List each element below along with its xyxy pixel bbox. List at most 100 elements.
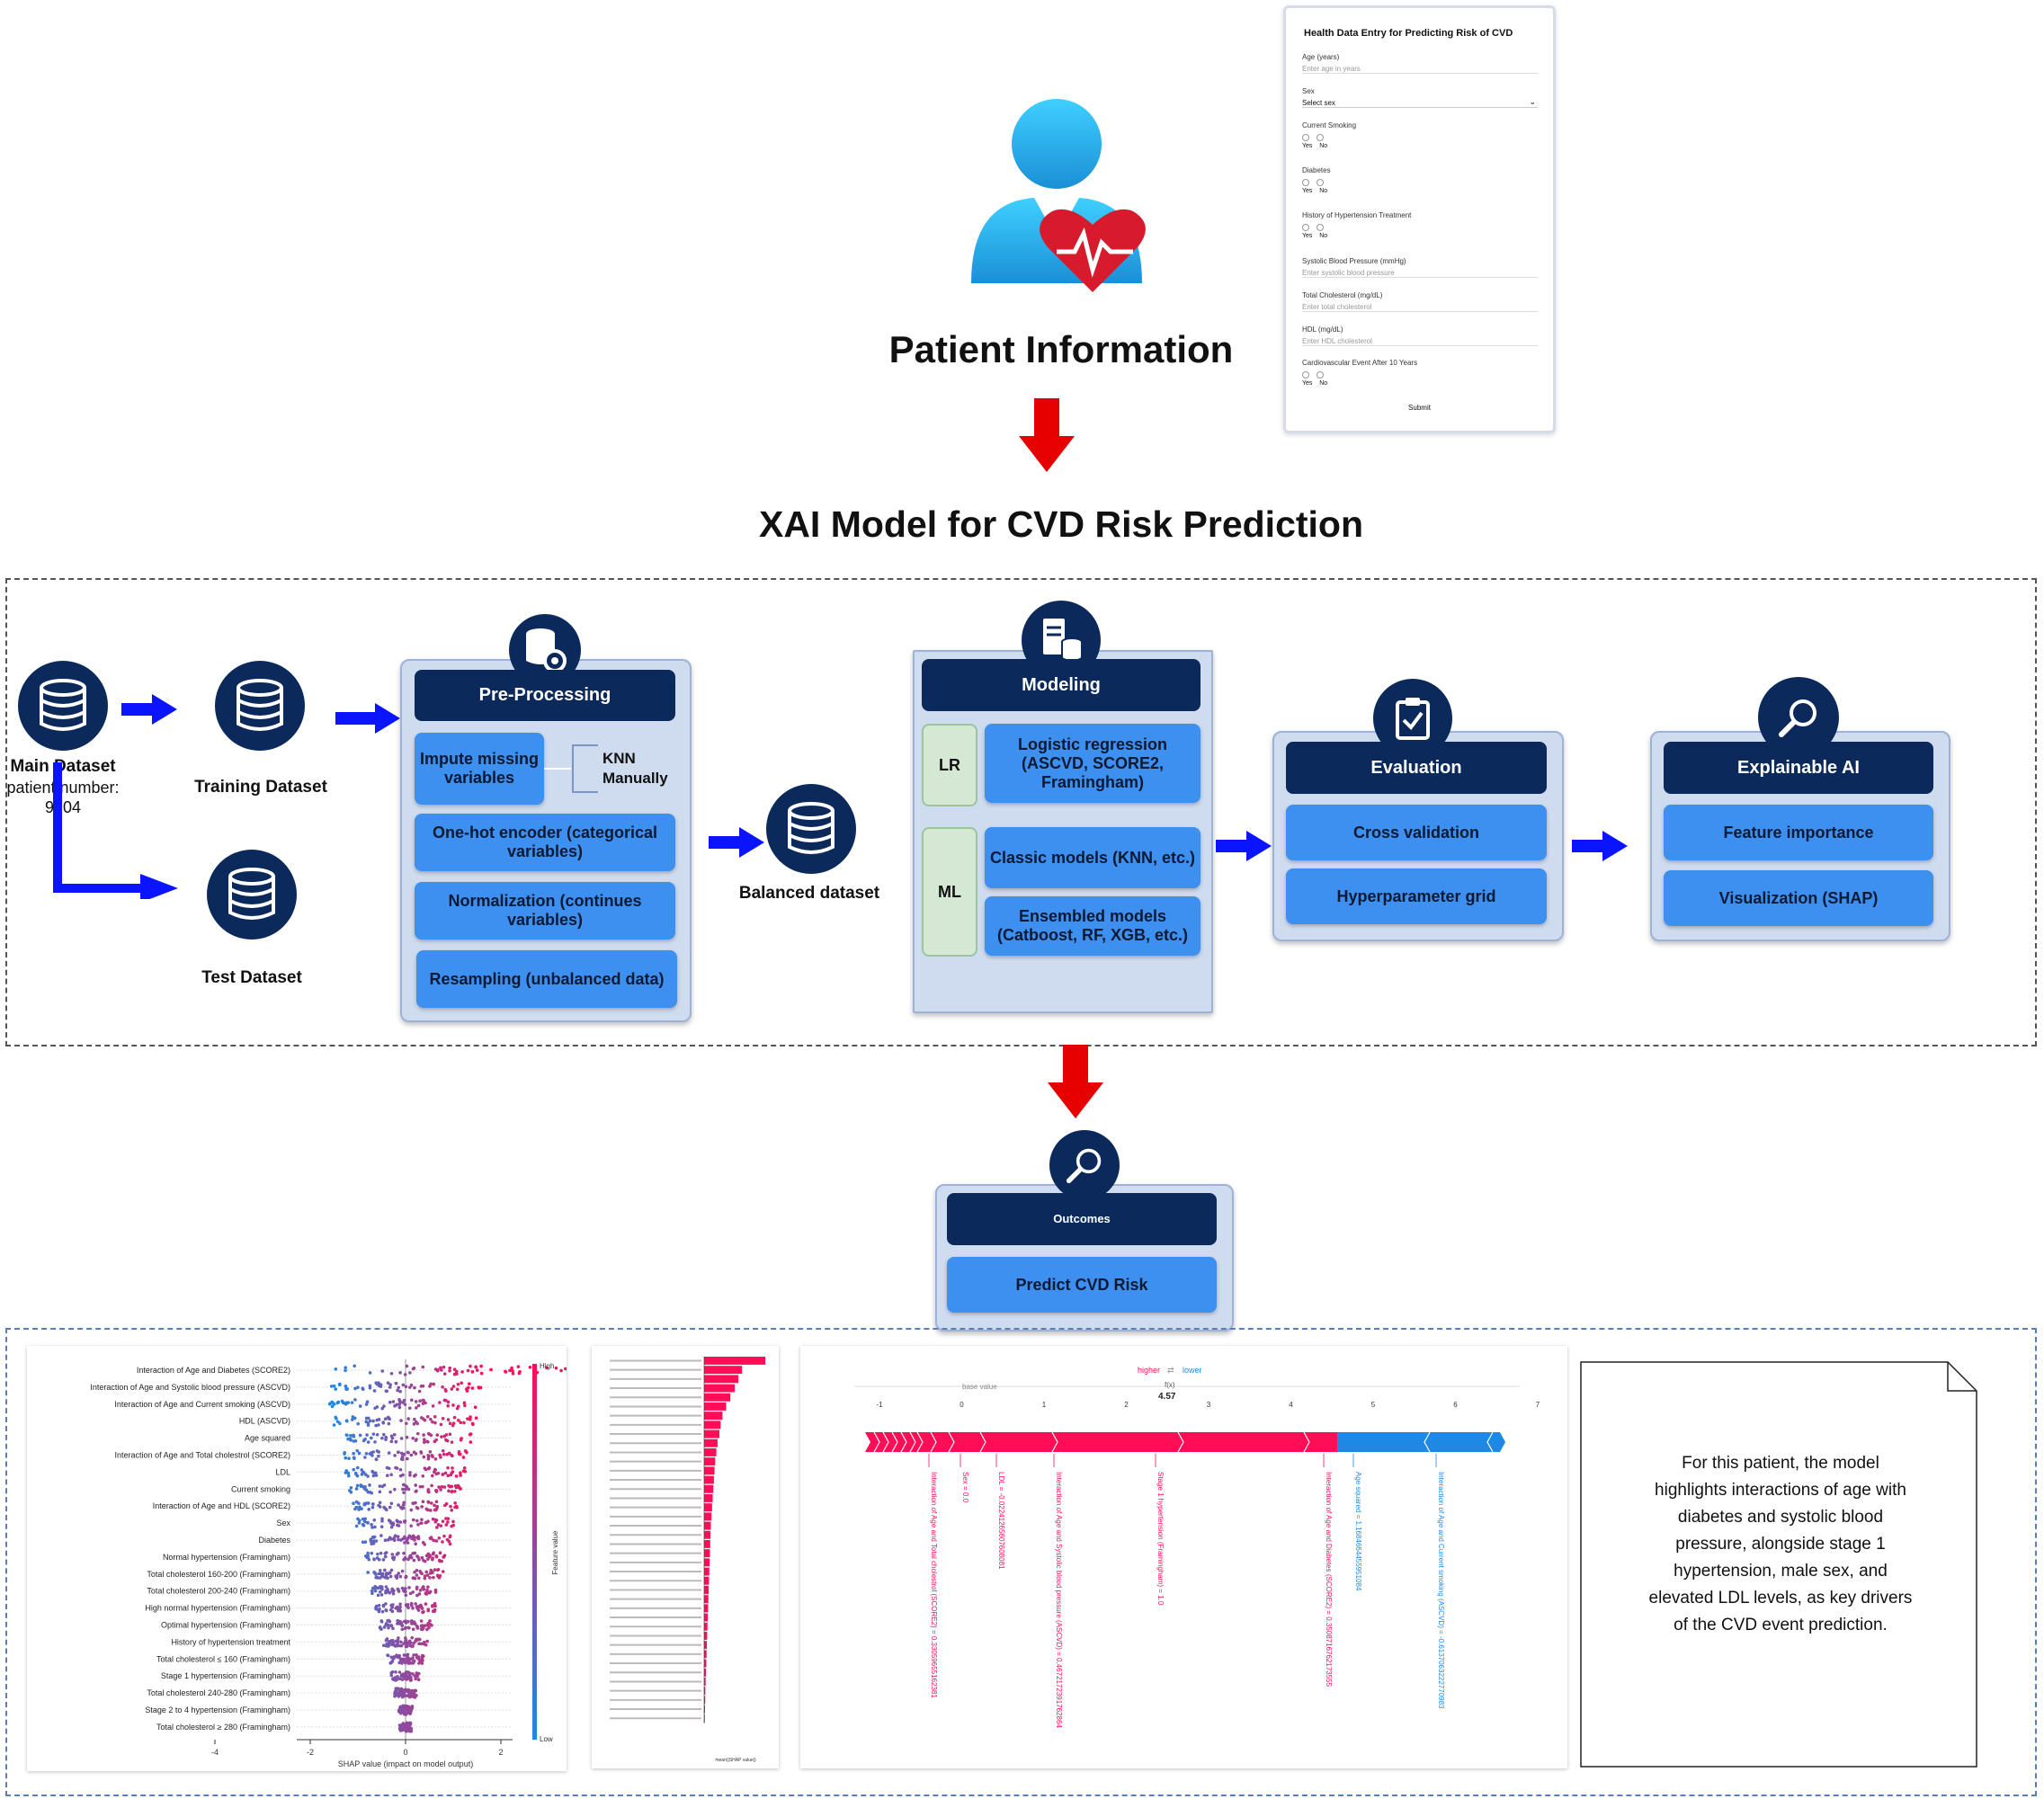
shap-point [398, 1371, 402, 1375]
shap-point [451, 1403, 455, 1407]
shap-point [426, 1455, 431, 1459]
sbp-input[interactable]: Enter systolic blood pressure [1302, 269, 1538, 278]
shap-point [386, 1653, 389, 1657]
shap-point [400, 1624, 405, 1627]
force-tick-label: 5 [1371, 1401, 1376, 1409]
outcomes-header: Outcomes [947, 1193, 1217, 1245]
shap-point [415, 1607, 420, 1610]
shap-point [387, 1421, 391, 1426]
shap-point [400, 1586, 405, 1590]
shap-point [399, 1419, 403, 1422]
shap-point [444, 1433, 449, 1437]
shap-point [412, 1450, 416, 1455]
shap-point [377, 1418, 381, 1421]
shap-point [330, 1404, 335, 1409]
shap-point [434, 1438, 438, 1442]
shap-point [355, 1448, 360, 1453]
importance-bar [704, 1632, 708, 1640]
diabetes-no-label: No [1319, 188, 1328, 194]
importance-bar [704, 1366, 743, 1375]
shap-point [404, 1670, 408, 1674]
shap-point [433, 1457, 438, 1461]
shap-point [408, 1471, 412, 1474]
diabetes-no-radio[interactable] [1316, 179, 1324, 186]
shap-point [391, 1400, 396, 1403]
shap-point [444, 1523, 449, 1527]
shap-point [504, 1370, 508, 1374]
shap-point [388, 1490, 392, 1494]
shap-point [425, 1627, 429, 1632]
shap-point [376, 1586, 379, 1590]
diabetes-yes-radio[interactable] [1302, 179, 1309, 186]
hdl-input[interactable]: Enter HDL cholesterol [1302, 337, 1538, 346]
force-chevron [948, 1431, 955, 1453]
shap-point [470, 1370, 475, 1374]
shap-point [430, 1571, 434, 1575]
shap-point [338, 1382, 342, 1386]
shap-point [362, 1502, 367, 1507]
shap-point [349, 1485, 353, 1490]
shap-point [329, 1385, 334, 1388]
feature-label: High normal hypertension (Framingham) [145, 1604, 290, 1613]
shap-point [352, 1501, 355, 1505]
shap-point [441, 1385, 444, 1389]
cvd-yes-radio[interactable] [1302, 371, 1309, 379]
shap-point [388, 1536, 392, 1540]
shap-point [431, 1455, 434, 1459]
shap-point [415, 1637, 420, 1642]
importance-bar [704, 1696, 706, 1705]
shap-point [423, 1418, 427, 1422]
hypertension-no-radio[interactable] [1316, 224, 1324, 231]
shap-point [415, 1568, 419, 1572]
explainable-header: Explainable AI [1664, 742, 1933, 794]
shap-point [347, 1456, 351, 1460]
shap-point [440, 1435, 443, 1438]
shap-point [554, 1366, 558, 1370]
submit-button[interactable]: Submit [1408, 404, 1431, 412]
shap-point [447, 1483, 451, 1488]
shap-point [426, 1608, 431, 1611]
shap-point [363, 1438, 367, 1441]
diabetes-label: Diabetes [1302, 166, 1331, 174]
bar-xlabel: mean(|SHAP value|) [715, 1758, 756, 1763]
shap-point [430, 1483, 433, 1488]
smoking-no-radio[interactable] [1316, 134, 1324, 141]
shap-point [396, 1523, 399, 1527]
colorbar-high-label: High [540, 1362, 554, 1370]
bar-svg: mean(|SHAP value|) [610, 1357, 765, 1763]
smoking-yes-radio[interactable] [1302, 134, 1309, 141]
shap-point [390, 1660, 395, 1663]
shap-point [377, 1603, 381, 1608]
shap-point [400, 1710, 405, 1714]
hypertension-yes-radio[interactable] [1302, 224, 1309, 231]
sex-select[interactable]: Select sex ⌄ [1302, 97, 1538, 108]
shap-point [386, 1381, 390, 1385]
shap-point [424, 1570, 429, 1574]
feature-label: HDL (ASCVD) [239, 1417, 290, 1426]
force-tick-label: 1 [1042, 1401, 1047, 1409]
force-chevron [900, 1431, 907, 1453]
shap-point [466, 1417, 469, 1420]
fx-value: 4.57 [1158, 1392, 1176, 1402]
shap-point [415, 1536, 420, 1540]
shap-point [405, 1421, 408, 1426]
shap-point [346, 1474, 351, 1478]
shap-point [405, 1364, 409, 1368]
shap-point [433, 1467, 437, 1472]
shap-point [479, 1371, 484, 1376]
age-input[interactable]: Enter age in years [1302, 65, 1538, 74]
shap-point [446, 1517, 451, 1520]
shap-point [402, 1501, 406, 1505]
colorbar-title: Feature value [551, 1530, 559, 1574]
cvd-no-radio[interactable] [1316, 371, 1324, 379]
shap-point [439, 1366, 442, 1370]
shap-point [421, 1474, 425, 1478]
shap-point [420, 1505, 424, 1509]
shap-point [448, 1534, 452, 1538]
shap-point [436, 1523, 441, 1527]
shap-point [389, 1624, 393, 1627]
shap-point [382, 1483, 387, 1487]
shap-point [332, 1423, 336, 1427]
tc-input[interactable]: Enter total cholesterol [1302, 303, 1538, 312]
smoking-label: Current Smoking [1302, 121, 1357, 129]
